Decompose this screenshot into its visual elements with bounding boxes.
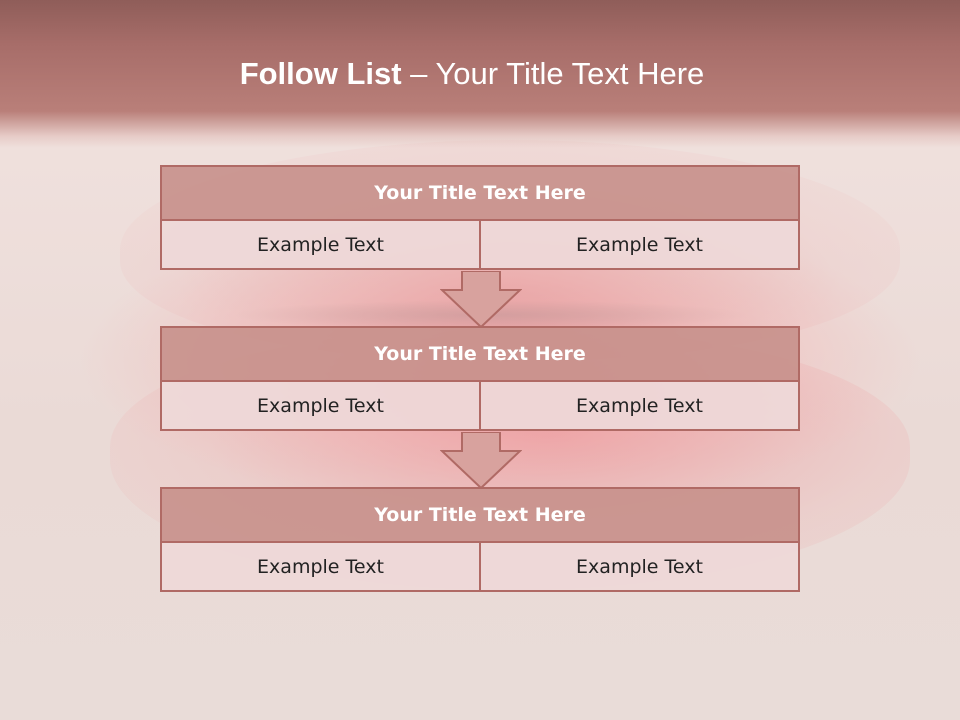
block-cell-left: Example Text: [160, 221, 481, 270]
block-row: Example Text Example Text: [160, 221, 800, 270]
list-block-1: Your Title Text Here Example Text Exampl…: [160, 165, 800, 270]
down-arrow-icon: [440, 432, 522, 490]
title-dash: –: [401, 56, 436, 91]
block-row: Example Text Example Text: [160, 382, 800, 431]
down-arrow-icon: [440, 271, 522, 329]
block-cell-right: Example Text: [481, 221, 800, 270]
slide-title: Follow List – Your Title Text Here: [0, 56, 944, 92]
block-cell-right: Example Text: [481, 543, 800, 592]
list-block-2: Your Title Text Here Example Text Exampl…: [160, 326, 800, 431]
title-rest: Your Title Text Here: [435, 56, 705, 91]
block-row: Example Text Example Text: [160, 543, 800, 592]
block-cell-left: Example Text: [160, 543, 481, 592]
block-cell-right: Example Text: [481, 382, 800, 431]
block-cell-left: Example Text: [160, 382, 481, 431]
list-block-3: Your Title Text Here Example Text Exampl…: [160, 487, 800, 592]
block-title: Your Title Text Here: [160, 165, 800, 221]
title-bar: [0, 0, 960, 148]
block-title: Your Title Text Here: [160, 326, 800, 382]
block-title: Your Title Text Here: [160, 487, 800, 543]
title-bold: Follow List: [239, 56, 402, 91]
